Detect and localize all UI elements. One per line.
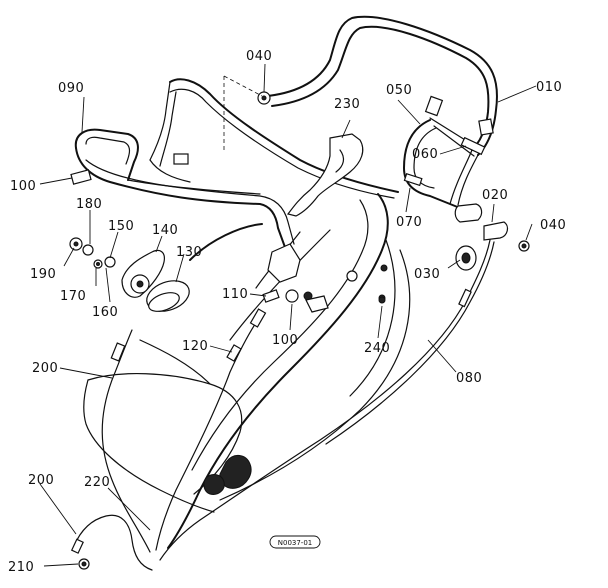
adjust-knob xyxy=(203,455,252,495)
pulley-assembly xyxy=(69,237,190,312)
label-150: 150 xyxy=(108,219,134,234)
label-070: 070 xyxy=(396,215,422,230)
label-040-top: 040 xyxy=(246,49,272,64)
label-010: 010 xyxy=(536,80,562,95)
label-040-right: 040 xyxy=(540,218,566,233)
label-030: 030 xyxy=(414,267,440,282)
cover-plate xyxy=(286,133,364,217)
label-200-lower: 200 xyxy=(28,473,54,488)
label-240: 240 xyxy=(364,341,390,356)
cable-200 xyxy=(70,329,153,571)
upper-handle xyxy=(267,15,498,206)
label-100-center: 100 xyxy=(272,333,298,348)
lower-handle xyxy=(70,78,399,251)
label-020: 020 xyxy=(482,188,508,203)
handle-bracket xyxy=(403,95,486,209)
label-220: 220 xyxy=(84,475,110,490)
label-130: 130 xyxy=(176,245,202,260)
cable-080 xyxy=(159,239,495,561)
leader-lines xyxy=(39,63,537,567)
label-050: 050 xyxy=(386,83,412,98)
reference-code: N0037-01 xyxy=(269,535,321,549)
cable-120 xyxy=(155,308,267,551)
label-160: 160 xyxy=(92,305,118,320)
deck-body xyxy=(83,193,411,549)
part-labels: 010 020 030 040 040 050 060 070 080 090 … xyxy=(8,49,566,575)
label-190: 190 xyxy=(30,267,56,282)
small-fittings xyxy=(78,91,386,570)
label-080: 080 xyxy=(456,371,482,386)
label-210: 210 xyxy=(8,560,34,575)
label-090: 090 xyxy=(58,81,84,96)
reference-code-box xyxy=(269,535,321,549)
label-100-left: 100 xyxy=(10,179,36,194)
center-bracket xyxy=(262,243,388,313)
label-140: 140 xyxy=(152,223,178,238)
label-120: 120 xyxy=(182,339,208,354)
label-230: 230 xyxy=(334,97,360,112)
label-110: 110 xyxy=(222,287,248,302)
label-170: 170 xyxy=(60,289,86,304)
label-200-upper: 200 xyxy=(32,361,58,376)
label-060: 060 xyxy=(412,147,438,162)
reference-code-text: N0037-01 xyxy=(278,539,312,547)
right-fittings xyxy=(454,203,530,271)
reference-lines xyxy=(223,75,263,150)
label-180: 180 xyxy=(76,197,102,212)
